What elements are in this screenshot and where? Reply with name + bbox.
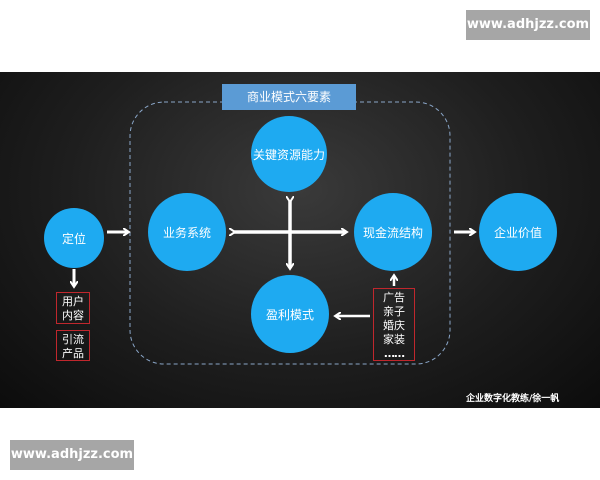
node-key-resources-label: 关键资源能力 [252, 147, 325, 162]
business-model-slide: 商业模式六要素 定位 业务系统 关键资源能力 现金流结构 盈利模式 企业价值 用… [0, 72, 600, 408]
node-profit-model-label: 盈利模式 [265, 307, 314, 322]
channel-item-3: 婚庆 [383, 319, 405, 332]
channel-item-4: 家装 [383, 333, 405, 346]
node-business-system-label: 业务系统 [162, 225, 211, 240]
user-box-line-1: 用户 [62, 295, 84, 308]
node-enterprise-value-label: 企业价值 [493, 225, 542, 240]
traffic-box-line-1: 引流 [62, 333, 84, 346]
node-cash-flow: 现金流结构 [354, 193, 432, 271]
channel-item-ellipsis: …… [384, 347, 405, 360]
watermark-bottom: www.adhjzz.com [10, 440, 134, 470]
channel-item-2: 亲子 [383, 305, 405, 318]
traffic-product-box: 引流 产品 [56, 330, 90, 361]
node-positioning: 定位 [44, 208, 104, 268]
user-box-line-2: 内容 [62, 309, 84, 322]
node-positioning-label: 定位 [61, 231, 86, 246]
node-enterprise-value: 企业价值 [479, 193, 557, 271]
node-business-system: 业务系统 [148, 193, 226, 271]
channel-list-box: 广告 亲子 婚庆 家装 …… [373, 288, 415, 361]
traffic-box-line-2: 产品 [62, 347, 84, 360]
node-key-resources: 关键资源能力 [251, 116, 327, 192]
author-credit: 企业数字化教练/徐一帆 [466, 394, 560, 404]
node-profit-model: 盈利模式 [251, 275, 329, 353]
watermark-top: www.adhjzz.com [466, 10, 590, 40]
node-cash-flow-label: 现金流结构 [362, 225, 423, 240]
diagram-title: 商业模式六要素 [222, 84, 356, 110]
user-content-box: 用户 内容 [56, 292, 90, 324]
channel-item-1: 广告 [383, 291, 405, 304]
